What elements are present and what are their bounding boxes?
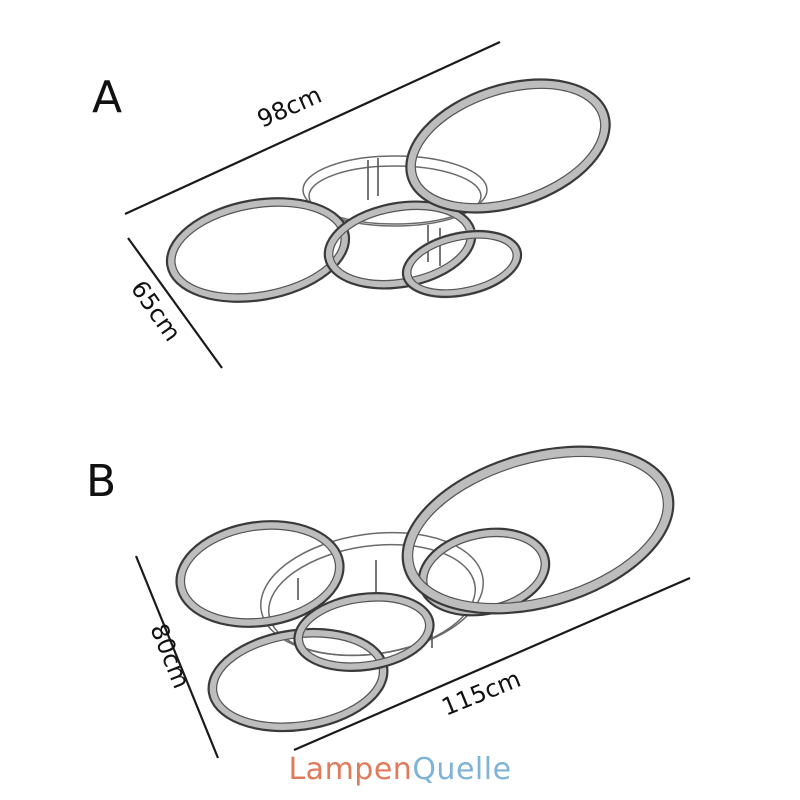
variant-a-ring-small	[401, 230, 523, 298]
variant-b-ring-large	[401, 445, 675, 615]
brand-logo: LampenQuelle	[0, 752, 800, 787]
variant-b-label: B	[86, 456, 116, 507]
variant-b-depth-line	[134, 555, 220, 759]
variant-a-frame	[302, 155, 488, 225]
variant-a-lamp	[165, 78, 611, 303]
variant-a-width-label: 98cm	[253, 81, 326, 134]
variant-a: A 98cm 65cm	[92, 41, 611, 369]
variant-b-depth-label: 80cm	[144, 620, 195, 693]
variant-a-depth-label: 65cm	[125, 275, 186, 346]
brand-logo-part2: Quelle	[412, 752, 512, 787]
variant-b-width-label: 115cm	[438, 665, 525, 722]
variant-b-lamp	[175, 445, 675, 733]
variant-b-ring-bottom-left	[207, 627, 389, 733]
variant-b-ring-top-left	[175, 520, 345, 628]
variant-a-ring-large	[405, 78, 611, 214]
variant-a-depth-line	[127, 237, 223, 369]
variant-a-ring-left	[165, 197, 351, 303]
variant-b: B 80cm 115cm	[86, 445, 691, 759]
variant-a-width-line	[124, 41, 501, 215]
brand-logo-part1: Lampen	[288, 752, 413, 787]
variant-a-label: A	[92, 72, 122, 123]
variant-b-width-line	[293, 576, 691, 752]
variant-b-ring-center	[293, 592, 435, 672]
